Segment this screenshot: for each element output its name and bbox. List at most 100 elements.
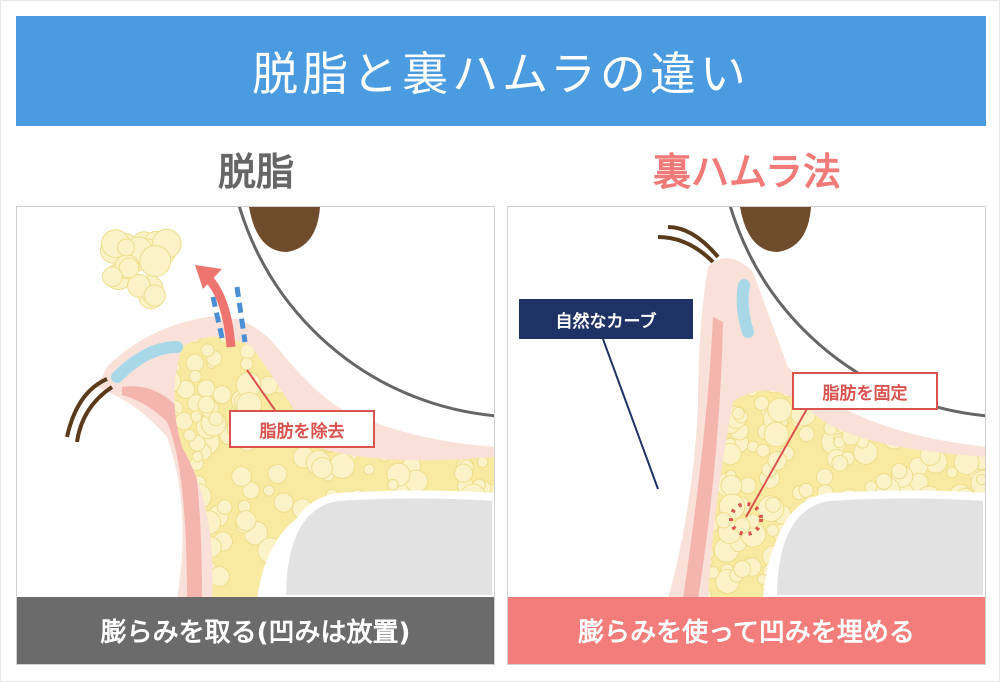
fat-cell xyxy=(212,385,232,405)
fat-cell xyxy=(963,416,985,442)
fat-cell xyxy=(262,484,275,497)
fat-cell xyxy=(318,371,340,393)
eyelashes xyxy=(65,377,114,443)
fat-cell xyxy=(766,523,780,537)
left-heading: 脱脂 xyxy=(217,150,294,194)
fat-cell xyxy=(720,474,743,497)
fat-cell xyxy=(927,413,941,427)
arrow-head xyxy=(195,265,222,289)
fat-cell xyxy=(831,454,849,472)
fat-cell xyxy=(139,245,172,277)
fat-cell xyxy=(932,410,946,425)
leader-line xyxy=(246,369,276,411)
fat-cell xyxy=(216,499,233,515)
fat-cell xyxy=(174,529,182,548)
label-natural-curve: 自然なカーブ xyxy=(519,299,693,339)
fat-cell xyxy=(756,443,771,458)
panel-ura-hamra: 自然なカーブ 脂肪を固定 膨らみを使って凹みを埋める xyxy=(507,206,986,665)
fat-cell xyxy=(252,308,269,325)
fat-cell xyxy=(311,457,333,479)
fat-cell xyxy=(399,401,412,413)
fat-cell xyxy=(174,485,175,499)
title-bar: 脱脂と裏ハムラの違い xyxy=(16,16,986,126)
fat-cell xyxy=(190,410,203,423)
leader-line-natural xyxy=(602,338,659,490)
fat-cell xyxy=(733,560,752,579)
removed-fat xyxy=(100,228,182,310)
fat-cell xyxy=(240,357,254,371)
fat-cell xyxy=(453,463,474,483)
fat-cell xyxy=(731,406,745,420)
illustration-ura-hamra xyxy=(602,207,985,599)
illustration-fat-removal xyxy=(65,207,494,599)
fat-cell xyxy=(273,492,294,513)
fat-cell xyxy=(185,353,205,373)
right-heading: 裏ハムラ法 xyxy=(652,150,842,194)
fat-cell xyxy=(420,404,438,422)
fat-cell xyxy=(708,587,713,599)
fixation-point xyxy=(729,502,763,536)
fat-cell xyxy=(117,238,135,257)
fat-cell xyxy=(957,420,981,444)
fat-cell xyxy=(945,466,959,479)
cartilage xyxy=(736,279,754,338)
fat-cell xyxy=(410,408,427,424)
fat-cell xyxy=(798,425,815,443)
fat-cell xyxy=(363,463,376,476)
fat-cell xyxy=(143,284,166,307)
fat-cell xyxy=(476,456,489,468)
fat-cell xyxy=(816,468,834,486)
bone xyxy=(277,490,494,599)
label-fix-fat: 脂肪を固定 xyxy=(792,372,938,410)
fat-cell xyxy=(174,411,194,431)
fat-cell xyxy=(257,537,284,565)
fat-cell xyxy=(309,351,329,371)
fat-cell xyxy=(242,481,261,500)
fat-cell xyxy=(875,473,893,490)
fat-cell xyxy=(270,319,281,330)
eyelashes xyxy=(657,225,720,264)
label-remove-fat: 脂肪を除去 xyxy=(229,410,375,448)
fat-cell xyxy=(339,388,364,413)
fat-cell xyxy=(231,466,252,487)
fat-cell xyxy=(756,573,769,585)
fat-cell xyxy=(267,463,288,484)
fat-cell xyxy=(174,368,182,395)
fat-cell xyxy=(197,395,216,414)
bone xyxy=(768,490,985,599)
fat-cell xyxy=(309,337,322,349)
eyeball xyxy=(238,207,494,418)
fat-cell xyxy=(188,369,202,383)
fat-cell xyxy=(102,266,123,288)
title: 脱脂と裏ハムラの違い xyxy=(252,47,750,101)
fat-cell xyxy=(754,395,770,411)
leader-line-fix xyxy=(745,406,809,518)
fat-cell xyxy=(412,407,430,425)
fat-cell xyxy=(890,462,908,480)
fat-cell xyxy=(381,389,395,404)
fat-cell xyxy=(910,408,938,436)
eyeball xyxy=(729,207,985,418)
fat-cell xyxy=(118,257,140,279)
fat-cell xyxy=(761,390,786,394)
fat-cell xyxy=(764,496,782,513)
fat-cell xyxy=(191,450,204,463)
cartilage xyxy=(111,341,183,383)
fat-cell xyxy=(200,343,215,358)
fat-cell xyxy=(329,452,356,479)
fat-cell xyxy=(767,397,793,423)
fat-cell xyxy=(733,517,751,534)
fat-cell xyxy=(397,399,424,426)
incision-lines xyxy=(210,286,248,343)
fat-cell xyxy=(196,379,216,398)
iris xyxy=(740,207,811,252)
fat-cell xyxy=(763,421,790,448)
left-caption: 膨らみを取る(凹みは放置) xyxy=(17,597,494,664)
fat-cell xyxy=(387,478,399,491)
iris xyxy=(249,207,320,252)
right-caption: 膨らみを使って凹みを埋める xyxy=(508,597,985,664)
fat-cell xyxy=(183,428,196,442)
fat-cell xyxy=(235,510,257,532)
muscle xyxy=(683,317,723,599)
